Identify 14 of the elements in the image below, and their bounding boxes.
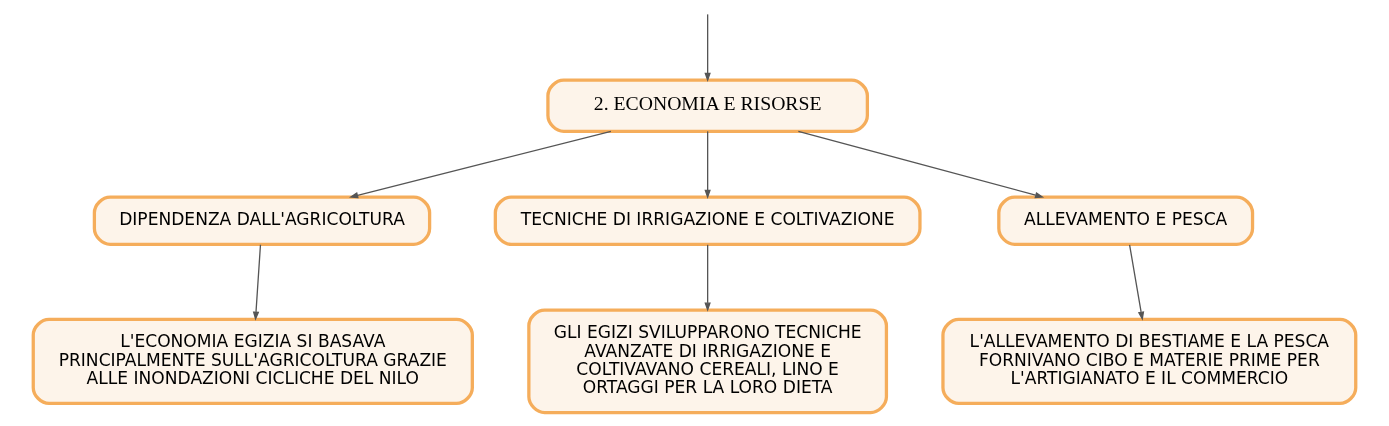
node-box: 2. ECONOMIA E RISORSE [546,78,869,133]
arrow [704,13,711,82]
node-box: L'ECONOMIA EGIZIA SI BASAVA PRINCIPALMENTE SULL'AGRICOLTURA GRAZIE ALLE INONDAZIONI CICLICHE DEL NILO [31,317,474,406]
arrow [704,130,711,199]
node-box: L'ALLEVAMENTO DI BESTIAME E LA PESCA FORNIVANO CIBO E MATERIE PRIME PER L'ARTIGIANATO E IL COMMERCIO [941,317,1358,406]
arrow [704,244,711,312]
node-box: ALLEVAMENTO E PESCA [997,195,1255,246]
arrow [252,244,262,321]
node-box: GLI EGIZI SVILUPPARONO TECNICHE AVANZATE DI IRRIGAZIONE E COLTIVAVANO CEREALI, LINO E ORTAGGI PER LA LORO DIETA [527,308,889,415]
node-box: DIPENDENZA DALL'AGRICOLTURA [92,195,432,246]
arrow [1128,244,1145,321]
node-box: TECNICHE DI IRRIGAZIONE E COLTIVAZIONE [493,195,922,246]
arrow [797,130,1045,199]
arrow [349,130,612,199]
